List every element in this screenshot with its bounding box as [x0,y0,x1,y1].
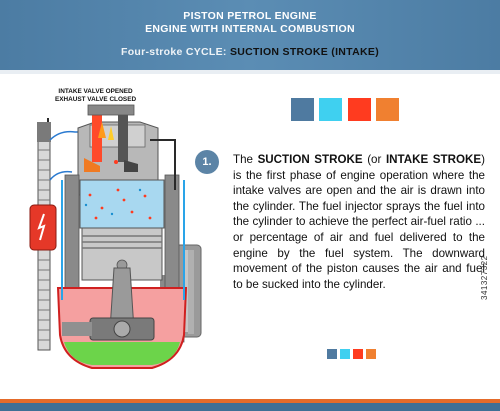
swatch-large-3 [348,98,371,121]
title-line-2: ENGINE WITH INTERNAL COMBUSTION [145,23,355,35]
stroke-name: SUCTION STROKE (INTAKE) [229,46,379,58]
fuel-droplets [88,188,152,220]
swatch-large-2 [319,98,342,121]
cycle-label: Four-stroke CYCLE: [120,46,227,58]
swatch-small-4 [366,349,376,359]
combustion-chamber [79,179,165,229]
valve-note-line-2: EXHAUST VALVE CLOSED [55,96,137,103]
desc-body: ) is the first phase of engine operation… [233,153,485,291]
air-particles [84,188,142,216]
swatch-small-2 [340,349,350,359]
step-number-badge: 1. [195,150,219,174]
swatch-large-1 [291,98,314,121]
cycle-subtitle: Four-stroke CYCLE: SUCTION STROKE (INTAK… [0,46,500,58]
exhaust-valve [118,112,128,162]
desc-bold-intake: INTAKE STROKE [385,153,482,166]
intake-valve [92,112,102,162]
ignition-system [29,118,100,351]
title-line-1: PISTON PETROL ENGINE [183,10,317,22]
swatch-small-3 [353,349,363,359]
cylinder-head [77,104,159,196]
footer-band [0,403,500,411]
crankshaft [62,317,155,341]
desc-intro: The [233,153,258,166]
footer-accent-line [0,399,500,403]
desc-mid: (or [362,153,386,166]
oil-sump [64,342,180,365]
valve-note-line-1: INTAKE VALVE OPENED [58,88,133,95]
title-banner: PISTON PETROL ENGINE ENGINE WITH INTERNA… [0,0,500,70]
swatch-small-1 [327,349,337,359]
step-description: The SUCTION STROKE (or INTAKE STROKE) is… [233,152,485,292]
header-divider [0,70,500,74]
desc-bold-suction: SUCTION STROKE [257,153,363,166]
valve-status-note: INTAKE VALVE OPENED EXHAUST VALVE CLOSED [55,88,136,104]
swatch-large-4 [376,98,399,121]
stock-id-watermark: 341327322 [480,255,489,300]
